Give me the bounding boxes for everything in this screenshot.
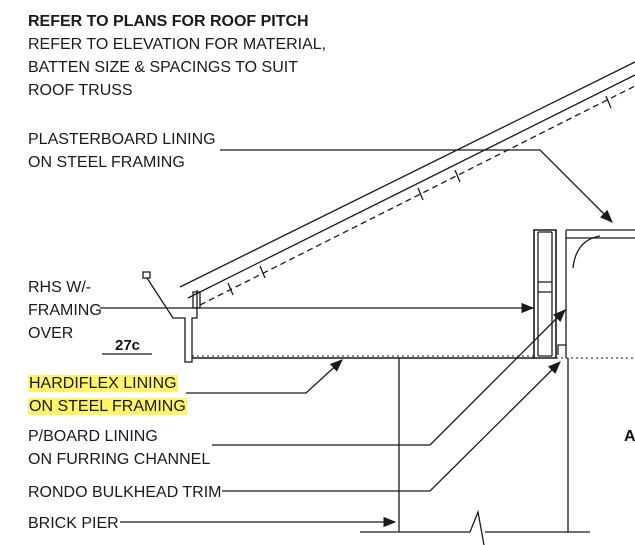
leader-pboard [212, 309, 566, 446]
detail-ref-tag: 27c [115, 337, 141, 354]
note-pboard: P/BOARD LINING ON FURRING CHANNEL [28, 428, 211, 468]
bulkhead [533, 229, 557, 359]
note-brick: BRICK PIER [28, 515, 119, 532]
edge-letter: A [624, 428, 635, 445]
roof-sheet-top [179, 61, 635, 288]
leader-hardiflex [186, 359, 343, 394]
note-roof-pitch: REFER TO PLANS FOR ROOF PITCH REFER TO E… [28, 13, 327, 99]
note-rondo: RONDO BULKHEAD TRIM [28, 484, 222, 501]
note-plasterboard: PLASTERBOARD LINING ON STEEL FRAMING [28, 131, 216, 171]
ceiling-dashed [199, 85, 635, 306]
note-hardiflex: HARDIFLEX LINING ON STEEL FRAMING [28, 375, 187, 415]
leader-plasterboard [220, 149, 613, 223]
leader-rondo [222, 361, 561, 492]
roof-sheet-bottom [187, 74, 635, 299]
note-rhs: RHS W/- FRAMING OVER [28, 279, 102, 342]
